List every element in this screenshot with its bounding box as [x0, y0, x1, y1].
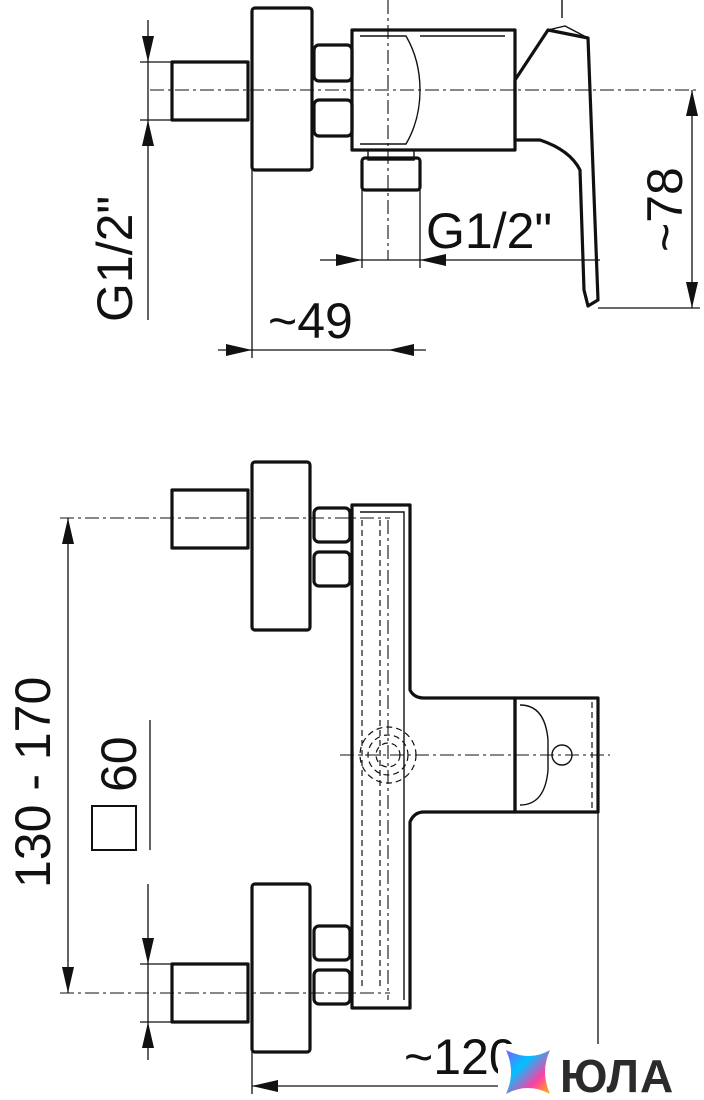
- front-dim-width: ~120: [404, 1029, 517, 1085]
- front-dim-spacing: 130 - 170: [5, 677, 61, 888]
- front-nut-upper-a: [312, 506, 352, 544]
- front-inlet-pipe-upper: [170, 488, 250, 550]
- top-view: G1/2" G1/2" ~49 ~78: [87, 0, 700, 358]
- top-lever: [513, 28, 600, 308]
- front-wall-flange-upper: [250, 460, 312, 632]
- brand-name: ЮЛА: [560, 1050, 674, 1100]
- front-nut-lower-b: [312, 968, 352, 1006]
- front-dim-arrow: [142, 1022, 154, 1048]
- front-dim-arrow: [62, 518, 74, 544]
- top-mixer-body: [350, 28, 517, 152]
- top-dim-arrow: [142, 120, 154, 146]
- front-wall-flange-lower: [250, 882, 312, 1054]
- watermark-logo: ЮЛА: [498, 1044, 704, 1100]
- top-inlet-pipe: [170, 60, 250, 122]
- top-dim-arrow: [388, 344, 414, 356]
- front-body-highlight: [360, 511, 405, 1000]
- front-view: 130 - 170 60 ~120: [5, 460, 610, 1094]
- front-dim-square-size: 60: [91, 736, 147, 792]
- front-dim-arrow: [142, 938, 154, 964]
- top-outlet-neck: [367, 149, 415, 161]
- top-dim-height: ~78: [637, 167, 693, 252]
- top-nut-lower: [312, 98, 354, 138]
- top-dim-thread-left: G1/2": [87, 196, 143, 322]
- top-dim-depth: ~49: [268, 293, 353, 349]
- top-nut-upper: [312, 43, 354, 83]
- front-nut-lower-a: [312, 924, 352, 962]
- top-dim-arrow: [686, 90, 698, 116]
- top-dim-arrow: [142, 36, 154, 62]
- top-dim-arrow: [686, 282, 698, 308]
- top-dim-arrow: [420, 254, 446, 266]
- front-hidden-passage: [361, 520, 381, 990]
- front-dim-arrow: [252, 1080, 278, 1092]
- top-dim-arrow: [226, 344, 252, 356]
- top-lever-detail: [547, 25, 589, 39]
- top-outlet: [360, 156, 422, 192]
- top-wall-flange: [250, 6, 314, 172]
- square-symbol-icon: [91, 805, 137, 851]
- brand-star-icon: [506, 1050, 550, 1094]
- front-dim-arrow: [62, 967, 74, 993]
- top-dim-arrow: [336, 254, 362, 266]
- front-nut-upper-b: [312, 550, 352, 588]
- top-dim-thread-outlet: G1/2": [426, 203, 552, 259]
